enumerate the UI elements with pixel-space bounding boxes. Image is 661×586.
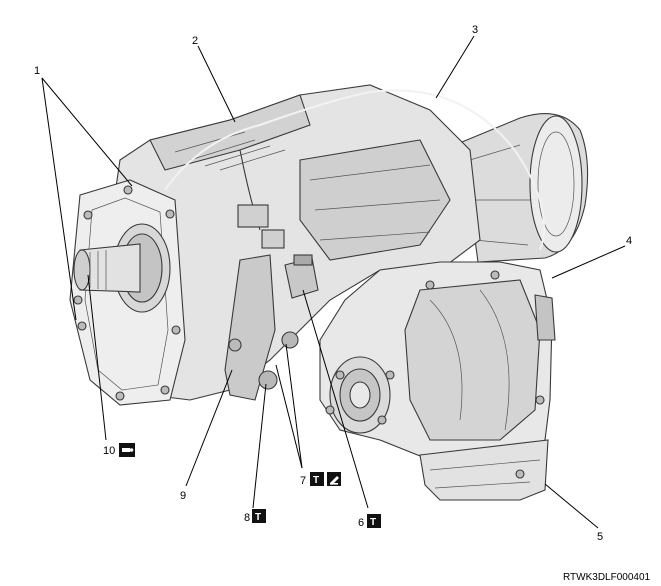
callout-8: 8 <box>244 512 250 524</box>
transfer-case-illustration <box>69 84 589 501</box>
leader-1a <box>41 77 133 187</box>
leader-1b <box>41 77 77 321</box>
callout-9: 9 <box>180 490 186 502</box>
callout-5: 5 <box>597 531 603 543</box>
input-shaft <box>73 223 171 313</box>
leader-2 <box>197 45 236 123</box>
callout-10: 10 <box>103 445 115 457</box>
callout-labels: 1 2 3 4 5 6 7 8 9 10 <box>34 24 632 543</box>
position-switch <box>284 254 319 299</box>
callout-7: 7 <box>300 475 306 487</box>
svg-text:T: T <box>255 512 261 523</box>
torque-icon: T <box>310 472 324 486</box>
svg-text:T: T <box>370 517 376 528</box>
leader-7a <box>275 364 303 469</box>
leader-lines <box>41 35 626 529</box>
shift-bracket <box>224 254 299 401</box>
torque-icon: T <box>367 514 381 528</box>
callout-3: 3 <box>472 24 478 36</box>
leader-10 <box>87 274 107 441</box>
callout-6: 6 <box>358 517 364 529</box>
leader-4 <box>551 245 626 279</box>
leader-6 <box>302 289 369 509</box>
leader-7b <box>285 343 303 469</box>
svg-text:T: T <box>313 475 319 486</box>
leader-9 <box>185 369 233 487</box>
callout-1: 1 <box>34 65 40 77</box>
callout-2: 2 <box>192 35 198 47</box>
drawing-reference-id: RTWK3DLF000401 <box>563 572 651 583</box>
callout-4: 4 <box>626 235 632 247</box>
leader-8 <box>252 383 267 509</box>
wiring-harness <box>164 89 545 251</box>
rear-extension-housing <box>461 113 589 263</box>
leader-3 <box>435 35 475 99</box>
bottom-pan <box>419 439 549 501</box>
torque-icon: T <box>252 509 266 523</box>
sealant-icon <box>327 472 341 486</box>
rear-cover-housing <box>319 261 556 461</box>
grease-icon <box>119 443 135 457</box>
leader-5 <box>544 483 599 529</box>
